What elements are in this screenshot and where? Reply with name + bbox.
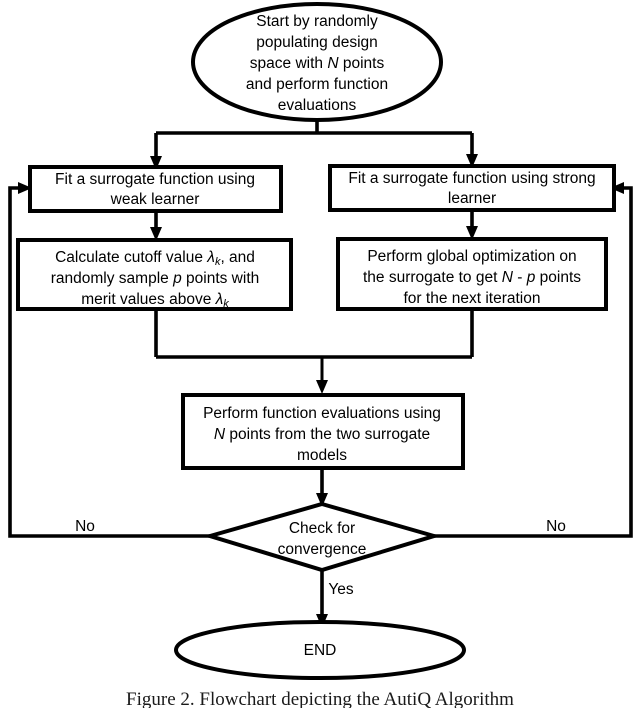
end-label: END <box>304 642 337 659</box>
cutoff-box <box>16 238 293 311</box>
arrowhead-to-globalopt <box>466 226 478 240</box>
evaluate-line-3: models <box>297 447 347 464</box>
evaluate-line-2b: points from the two surrogate <box>225 426 430 443</box>
arrowhead-to-fit-strong <box>466 154 478 168</box>
cutoff-line-2: randomly sample p points with <box>51 270 260 287</box>
cutoff-subscript-k-2: k <box>223 298 229 310</box>
cutoff-line-1a: Calculate cutoff value <box>55 249 207 266</box>
node-end: END <box>174 620 466 680</box>
cutoff-line-1: Calculate cutoff value λk, and <box>55 249 255 268</box>
cutoff-line-2a: randomly sample <box>51 270 173 287</box>
edge-label-no-right: No <box>546 518 566 535</box>
fit-weak-box <box>28 165 283 213</box>
node-fit-weak: Fit a surrogate function using weak lear… <box>28 165 283 213</box>
fit-strong-box <box>328 164 616 212</box>
decision-diamond <box>202 501 442 573</box>
node-evaluate: Perform function evaluations using N poi… <box>181 393 465 470</box>
global-opt-line-2a: the surrogate to get <box>363 269 502 286</box>
cutoff-line-3: merit values above λk <box>81 291 229 310</box>
lambda-symbol-1: λ <box>206 249 215 266</box>
p-symbol-cutoff: p <box>172 270 182 287</box>
n-symbol-globalopt: N <box>502 269 514 286</box>
start-line-3a: space with <box>250 55 328 72</box>
evaluate-box <box>181 393 465 470</box>
end-ellipse <box>174 620 466 680</box>
figure-caption-clip: Figure 2. Flowchart depicting the AutiQ … <box>0 690 640 708</box>
global-opt-line-2e: points <box>535 269 581 286</box>
arrowhead-to-cutoff <box>150 227 162 241</box>
start-line-4: and perform function <box>246 76 388 93</box>
n-symbol-evaluate: N <box>214 426 226 443</box>
arrowhead-to-decision <box>316 493 328 507</box>
start-line-2: populating design <box>256 34 378 51</box>
cutoff-subscript-k-1: k <box>215 256 221 268</box>
node-cutoff: Calculate cutoff value λk, and randomly … <box>16 238 293 311</box>
fit-strong-line-1: Fit a surrogate function using strong <box>348 170 595 187</box>
evaluate-line-2: N points from the two surrogate <box>214 426 430 443</box>
decision-line-1: Check for <box>289 520 355 537</box>
fit-strong-line-2: learner <box>448 190 496 207</box>
global-opt-line-2: the surrogate to get N - p points <box>363 269 581 286</box>
arrowhead-to-evaluate <box>316 380 328 394</box>
edge-label-yes: Yes <box>328 581 354 598</box>
lambda-symbol-2: λ <box>215 291 224 308</box>
node-start: Start by randomly populating design spac… <box>191 2 443 122</box>
node-global-opt: Perform global optimization on the surro… <box>336 237 608 311</box>
fit-weak-line-2: weak learner <box>110 191 200 208</box>
arrowhead-feedback-to-fit-weak <box>18 182 32 194</box>
decision-line-2: convergence <box>278 541 367 558</box>
cutoff-line-1d: , and <box>220 249 254 266</box>
global-opt-box <box>336 237 608 311</box>
connector-no-right-feedback <box>434 186 633 538</box>
start-line-1: Start by randomly <box>256 13 378 30</box>
cutoff-line-2c: points with <box>182 270 260 287</box>
global-opt-line-3: for the next iteration <box>404 290 541 307</box>
start-line-3c: points <box>339 55 385 72</box>
global-opt-line-1: Perform global optimization on <box>367 248 576 265</box>
arrowhead-to-fit-weak <box>150 156 162 170</box>
connector-no-left-feedback <box>8 186 210 538</box>
figure-caption: Figure 2. Flowchart depicting the AutiQ … <box>126 690 514 708</box>
node-decision: Check for convergence <box>202 501 442 573</box>
start-line-3b: N <box>327 55 339 72</box>
global-opt-line-2c: - <box>513 269 527 286</box>
edge-label-no-left: No <box>75 518 95 535</box>
arrowhead-feedback-to-fit-strong <box>610 182 624 194</box>
fit-weak-line-1: Fit a surrogate function using <box>55 171 255 188</box>
start-line-5: evaluations <box>278 97 357 114</box>
p-symbol-globalopt: p <box>526 269 536 286</box>
start-line-3: space with N points <box>250 55 385 72</box>
evaluate-line-1: Perform function evaluations using <box>203 405 441 422</box>
start-ellipse <box>191 2 443 122</box>
node-fit-strong: Fit a surrogate function using strong le… <box>328 164 616 212</box>
cutoff-line-3a: merit values above <box>81 291 215 308</box>
